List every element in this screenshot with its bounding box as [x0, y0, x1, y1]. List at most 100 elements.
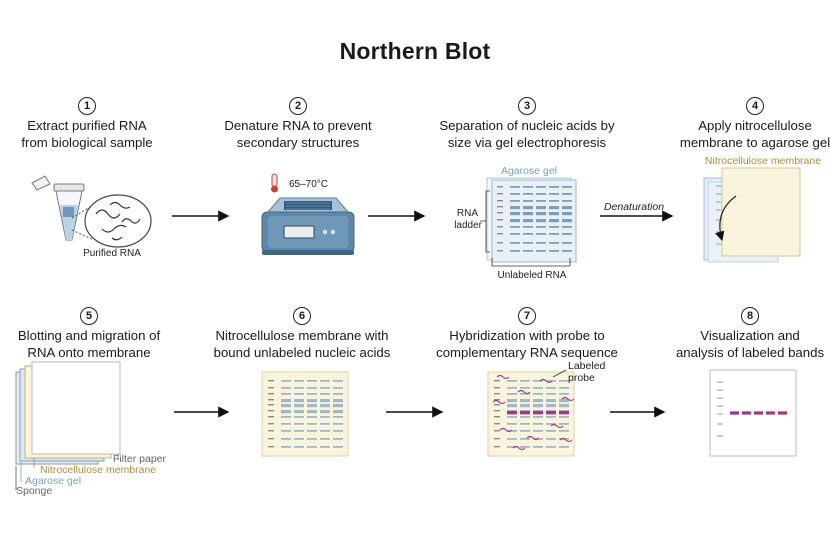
band [268, 380, 274, 382]
band [320, 446, 330, 448]
band [562, 226, 572, 228]
band [333, 423, 343, 425]
band [320, 438, 330, 440]
band [497, 200, 503, 202]
band [281, 438, 291, 440]
band [523, 242, 533, 244]
band [281, 423, 291, 425]
band [307, 380, 317, 382]
band [536, 186, 546, 188]
band [494, 404, 500, 406]
band [507, 380, 517, 382]
filter-paper-label: Filter paper [113, 453, 167, 465]
band [520, 446, 530, 448]
band [546, 416, 556, 418]
band [307, 416, 317, 418]
step-number: 5 [80, 307, 98, 325]
purified-rna-label: Purified RNA [83, 248, 141, 259]
band [520, 393, 530, 395]
band [546, 430, 556, 432]
band [533, 446, 543, 448]
band [562, 233, 572, 235]
band [562, 250, 572, 252]
band [549, 186, 559, 188]
band [520, 399, 530, 403]
band [559, 416, 569, 418]
band [523, 186, 533, 188]
band [510, 186, 520, 188]
band [536, 219, 546, 223]
band [320, 399, 330, 403]
band [559, 410, 569, 412]
band [320, 423, 330, 425]
band [333, 387, 343, 389]
step-caption-line: analysis of labeled bands [675, 345, 825, 360]
denaturation-label: Denaturation [604, 201, 664, 213]
band [494, 380, 500, 382]
band [536, 206, 546, 210]
band [533, 399, 543, 403]
step-number: 3 [518, 97, 536, 115]
band [549, 250, 559, 252]
band [510, 226, 520, 228]
band [281, 410, 291, 414]
band [546, 393, 556, 395]
band [507, 410, 517, 412]
band [536, 242, 546, 244]
thermometer-icon [271, 173, 278, 193]
agarose-gel-label: Agarose gel [501, 165, 557, 177]
band [546, 380, 556, 382]
band [546, 387, 556, 389]
band [533, 387, 543, 389]
band [281, 446, 291, 448]
step-caption-line: Hybridization with probe to [449, 328, 605, 343]
blotting-stack [15, 361, 121, 490]
labeled-band [533, 411, 543, 415]
step-caption-line: membrane to agarose gel [679, 135, 830, 150]
band [507, 387, 517, 389]
step-caption-line: RNA onto membrane [27, 345, 151, 360]
band [562, 186, 572, 188]
rna-ladder-label-1: RNA [457, 208, 478, 219]
band [546, 446, 556, 448]
step-caption-line: Denature RNA to prevent [224, 118, 372, 133]
step-caption-line: bound unlabeled nucleic acids [213, 345, 391, 360]
band [520, 438, 530, 440]
band [562, 219, 572, 223]
band [523, 212, 533, 216]
band [533, 380, 543, 382]
band [507, 446, 517, 448]
band [333, 399, 343, 403]
band [520, 404, 530, 408]
step-caption-line: secondary structures [236, 135, 360, 150]
band [507, 393, 517, 395]
band [497, 206, 503, 208]
band [320, 387, 330, 389]
band [549, 242, 559, 244]
band [520, 430, 530, 432]
band [307, 446, 317, 448]
band [533, 404, 543, 408]
band [307, 430, 317, 432]
temperature-label: 65–70°C [289, 179, 328, 190]
band [507, 430, 517, 432]
band [507, 399, 517, 403]
nitrocellulose-label-top: Nitrocellulose membrane [705, 155, 821, 167]
band [294, 423, 304, 425]
heat-block-incubator [261, 197, 355, 255]
band [559, 380, 569, 382]
band [268, 387, 274, 389]
band [294, 430, 304, 432]
labeled-band [546, 411, 556, 415]
band [510, 250, 520, 252]
band [559, 387, 569, 389]
band [533, 423, 543, 425]
band [494, 416, 500, 418]
band [507, 416, 517, 418]
unlabeled-bracket [491, 258, 571, 267]
band [546, 423, 556, 425]
